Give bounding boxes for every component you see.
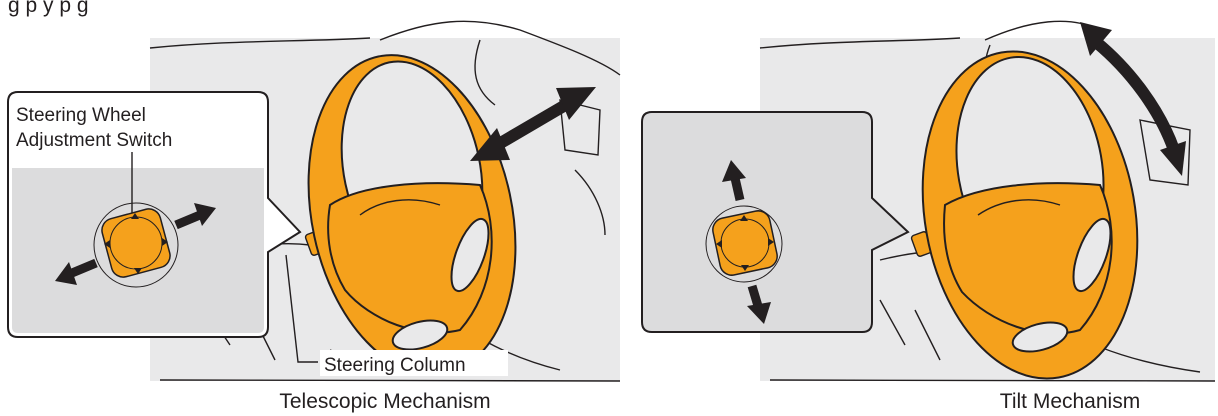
- tilt-caption: Tilt Mechanism: [1000, 390, 1140, 413]
- telescopic-panel: Steering Wheel Adjustment Switch Steerin…: [8, 21, 620, 413]
- telescopic-caption: Telescopic Mechanism: [279, 390, 490, 413]
- tilt-panel: Tilt Mechanism: [642, 21, 1215, 413]
- column-label: Steering Column: [324, 355, 466, 376]
- switch-inset-left: Steering Wheel Adjustment Switch: [8, 92, 300, 337]
- switch-label-line2: Adjustment Switch: [16, 130, 172, 151]
- switch-inset-right: [642, 112, 908, 332]
- top-text-fragment: g p y p g: [8, 0, 89, 17]
- switch-label-line1: Steering Wheel: [16, 105, 146, 126]
